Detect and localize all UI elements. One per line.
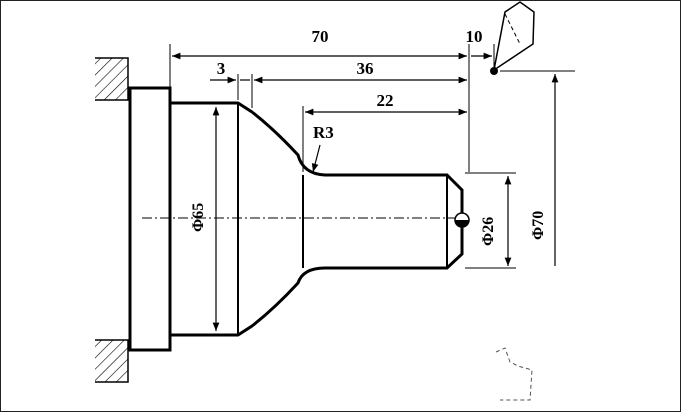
origin-symbol-fill <box>455 220 469 227</box>
dim-text-10: 10 <box>466 27 483 46</box>
workpiece <box>128 86 464 352</box>
chuck-jaw-bottom <box>95 339 129 383</box>
dim-text-3: 3 <box>217 59 226 78</box>
radius-text: R3 <box>313 123 334 142</box>
dia-text-phi26: Φ26 <box>480 217 497 246</box>
dim-text-22: 22 <box>377 91 394 110</box>
tool-ghost <box>495 347 533 401</box>
extension-lines <box>169 44 575 269</box>
cutting-tool <box>490 1 535 75</box>
radius-leader <box>311 144 321 173</box>
dim-text-36: 36 <box>357 59 374 78</box>
dia-text-phi65: Φ65 <box>190 203 207 232</box>
workpiece-flange <box>128 86 172 352</box>
chuck-jaw-top <box>95 57 129 101</box>
dim-text-70: 70 <box>312 27 329 46</box>
dia-text-phi70: Φ70 <box>530 211 547 240</box>
